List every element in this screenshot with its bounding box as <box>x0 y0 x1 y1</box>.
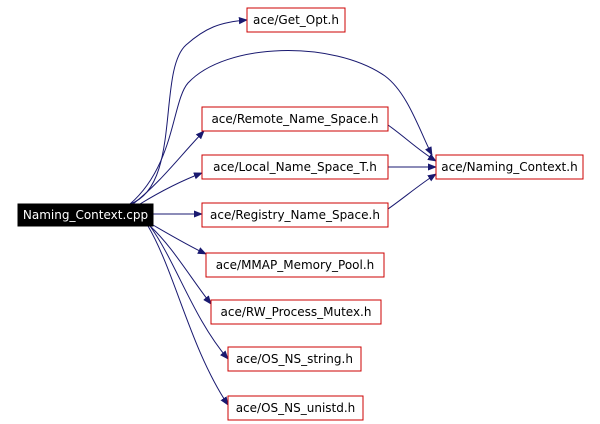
node-label: ace/RW_Process_Mutex.h <box>221 305 372 319</box>
edge-root-to-os-unistd <box>147 225 229 406</box>
node-label: ace/Remote_Name_Space.h <box>211 112 378 126</box>
include-node-os-string[interactable]: ace/OS_NS_string.h <box>227 346 362 372</box>
include-node-naming-ctx[interactable]: ace/Naming_Context.h <box>435 154 584 180</box>
edge-root-to-naming-ctx <box>129 50 433 205</box>
node-label: Naming_Context.cpp <box>23 208 148 222</box>
node-label: ace/Local_Name_Space_T.h <box>213 160 377 174</box>
node-label: ace/Get_Opt.h <box>253 13 339 27</box>
edge-remote-ns-to-naming-ctx <box>387 124 437 162</box>
edges <box>129 17 437 406</box>
root-node: Naming_Context.cpp <box>17 203 154 227</box>
node-box <box>201 202 389 228</box>
node-label: ace/MMAP_Memory_Pool.h <box>216 258 375 272</box>
node-label: ace/OS_NS_unistd.h <box>236 401 356 415</box>
node-label: ace/OS_NS_string.h <box>236 352 353 366</box>
edge-root-to-remote-ns <box>132 130 205 205</box>
include-node-registry-ns[interactable]: ace/Registry_Name_Space.h <box>201 202 389 228</box>
include-node-mmap-pool[interactable]: ace/MMAP_Memory_Pool.h <box>205 252 385 278</box>
include-node-rw-mutex[interactable]: ace/RW_Process_Mutex.h <box>210 299 382 325</box>
include-node-get-opt[interactable]: ace/Get_Opt.h <box>246 7 346 33</box>
node-label: ace/Registry_Name_Space.h <box>210 208 380 222</box>
node-box <box>201 154 389 180</box>
node-label: ace/Naming_Context.h <box>441 160 577 174</box>
edge-root-to-rw-mutex <box>149 225 212 305</box>
node-box <box>435 154 584 180</box>
edge-registry-ns-to-naming-ctx <box>387 173 437 210</box>
edge-root-to-get-opt <box>129 17 248 205</box>
include-node-local-ns[interactable]: ace/Local_Name_Space_T.h <box>201 154 389 180</box>
edge-root-to-mmap-pool <box>152 224 207 255</box>
include-node-os-unistd[interactable]: ace/OS_NS_unistd.h <box>227 395 364 421</box>
node-box <box>17 203 154 227</box>
node-box <box>246 7 346 33</box>
node-box <box>201 106 389 132</box>
node-box <box>210 299 382 325</box>
edge-root-to-local-ns <box>139 172 203 205</box>
edge-root-to-os-string <box>149 225 229 360</box>
node-box <box>205 252 385 278</box>
nodes: Naming_Context.cpp ace/Get_Opt.h ace/Remot… <box>17 7 584 421</box>
node-box <box>227 395 364 421</box>
include-node-remote-ns[interactable]: ace/Remote_Name_Space.h <box>201 106 389 132</box>
node-box <box>227 346 362 372</box>
